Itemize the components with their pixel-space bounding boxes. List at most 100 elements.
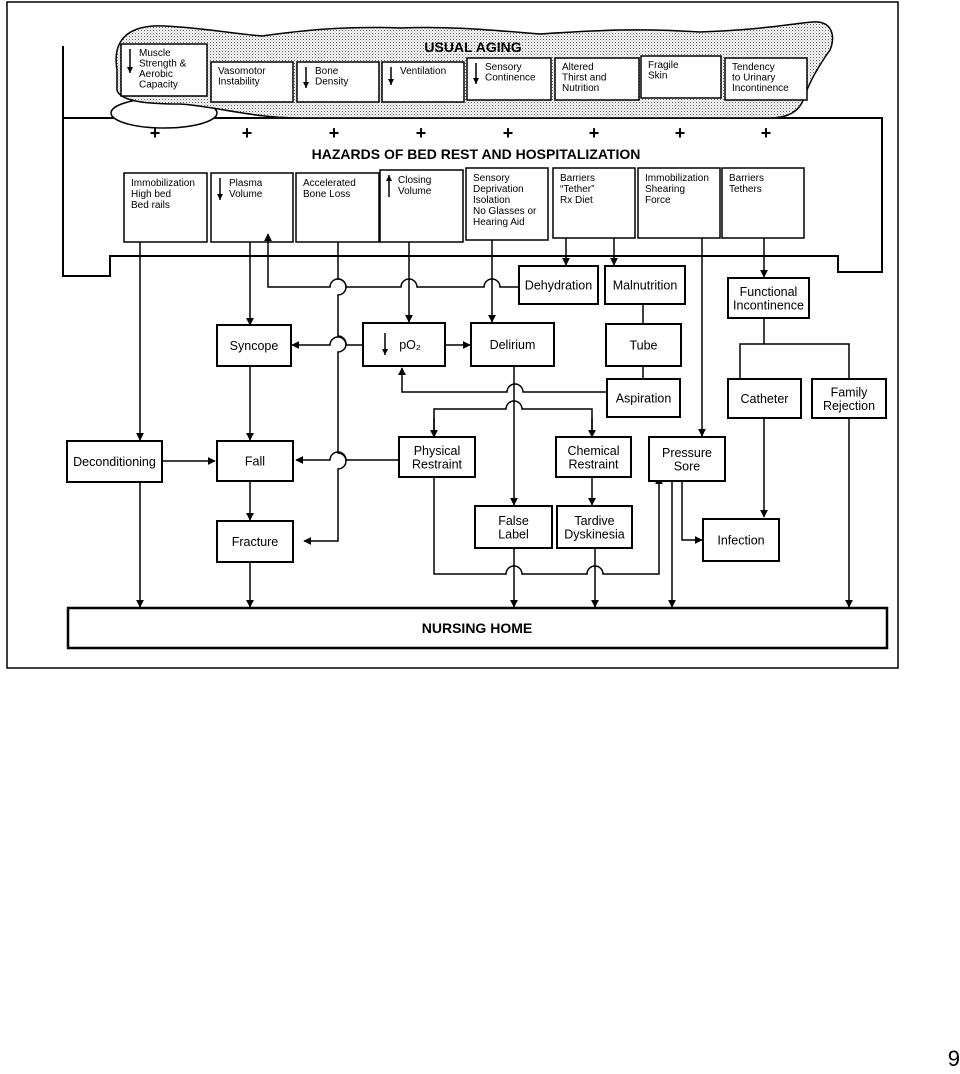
dehydration-label-0: Dehydration bbox=[525, 279, 592, 293]
tardive-dyskinesia-label-1: Dyskinesia bbox=[564, 527, 624, 541]
plus-sign-6: + bbox=[675, 123, 686, 143]
ventilation-label-0: Ventilation bbox=[400, 66, 446, 77]
bone-density-trend-arrow bbox=[303, 67, 309, 88]
page-number: 9 bbox=[947, 1046, 960, 1071]
arrow-po2-syncope bbox=[291, 336, 362, 349]
dehydration-box: Dehydration bbox=[518, 265, 599, 305]
syncope-box: Syncope bbox=[216, 324, 292, 367]
barriers-tethers-label-1: Tethers bbox=[729, 184, 762, 195]
po2-box: pO₂ bbox=[362, 322, 446, 367]
plus-sign-3: + bbox=[416, 123, 427, 143]
malnutrition-box: Malnutrition bbox=[604, 265, 686, 305]
fall-box: Fall bbox=[216, 440, 294, 482]
bed-frame bbox=[62, 46, 883, 277]
immobilization-label-1: High bed bbox=[131, 189, 171, 200]
immobilization-label-0: Immobilization bbox=[131, 178, 195, 189]
plasma-volume-label-0: Plasma bbox=[229, 178, 263, 189]
muscle-label-1: Strength & bbox=[139, 59, 187, 70]
muscle-label-3: Capacity bbox=[139, 80, 178, 91]
fragile-skin-label-0: Fragile bbox=[648, 60, 679, 71]
plus-sign-7: + bbox=[761, 123, 772, 143]
infection-box: Infection bbox=[702, 518, 780, 562]
deconditioning-label-0: Deconditioning bbox=[73, 455, 156, 469]
tube-label-0: Tube bbox=[629, 339, 657, 353]
plus-sign-4: + bbox=[503, 123, 514, 143]
physical-restraint-label-0: Physical bbox=[414, 444, 461, 458]
thirst-label-2: Nutrition bbox=[562, 83, 599, 94]
vasomotor-label-0: Vasomotor bbox=[218, 66, 266, 77]
bone-loss-label-0: Accelerated bbox=[303, 178, 356, 189]
closing-volume-label-1: Volume bbox=[398, 186, 432, 197]
sensory-deprivation-label-3: No Glasses or bbox=[473, 206, 537, 217]
sensory-deprivation-label-4: Hearing Aid bbox=[473, 217, 525, 228]
fragile-skin-label-1: Skin bbox=[648, 71, 667, 82]
urinary-label-0: Tendency bbox=[732, 62, 775, 73]
plus-sign-1: + bbox=[242, 123, 253, 143]
branch-delirium-restraints bbox=[433, 400, 593, 432]
ventilation-trend-arrow bbox=[388, 67, 394, 85]
figure-frame bbox=[6, 1, 899, 669]
syncope-label-0: Syncope bbox=[230, 339, 279, 353]
family-rejection-label-0: Family bbox=[831, 385, 869, 399]
tube-box: Tube bbox=[605, 323, 682, 367]
functional-incontinence-label-1: Incontinence bbox=[733, 298, 804, 312]
delirium-label-0: Delirium bbox=[490, 338, 536, 352]
delirium-box: Delirium bbox=[470, 322, 555, 367]
barriers-diet-label-2: Rx Diet bbox=[560, 195, 593, 206]
family-rejection-label-1: Rejection bbox=[823, 399, 875, 413]
closing-volume-label-0: Closing bbox=[398, 175, 431, 186]
usual-aging-title: USUAL AGING bbox=[424, 39, 521, 55]
bone-density-label-0: Bone bbox=[315, 66, 339, 77]
plus-sign-5: + bbox=[589, 123, 600, 143]
muscle-label-0: Muscle bbox=[139, 48, 171, 59]
fracture-label-0: Fracture bbox=[232, 535, 279, 549]
chemical-restraint-label-1: Restraint bbox=[568, 457, 619, 471]
tardive-dyskinesia-label-0: Tardive bbox=[574, 514, 614, 528]
urinary-label-1: to Urinary bbox=[732, 73, 775, 84]
bone-loss-label-1: Bone Loss bbox=[303, 189, 350, 200]
muscle-label-2: Aerobic bbox=[139, 69, 173, 80]
hazards-title: HAZARDS OF BED REST AND HOSPITALIZATION bbox=[312, 146, 641, 162]
sensory-deprivation-label-0: Sensory bbox=[473, 173, 510, 184]
arrow-aspiration-po2 bbox=[398, 367, 606, 393]
infection-label-0: Infection bbox=[717, 534, 764, 548]
vasomotor-label-1: Instability bbox=[218, 77, 260, 88]
barriers-diet-box: Barriers“Tether”Rx Diet bbox=[552, 167, 636, 239]
bone-density-label-1: Density bbox=[315, 77, 348, 88]
shearing-label-2: Force bbox=[645, 195, 671, 206]
plasma-volume-trend-arrow bbox=[217, 178, 223, 200]
immobilization-label-2: Bed rails bbox=[131, 200, 170, 211]
catheter-box: Catheter bbox=[727, 378, 802, 419]
sensory-deprivation-label-1: Deprivation bbox=[473, 184, 524, 195]
closing-volume-trend-arrow bbox=[386, 175, 392, 197]
aspiration-label-0: Aspiration bbox=[616, 392, 672, 406]
urinary-label-2: Incontinence bbox=[732, 83, 789, 94]
barriers-diet-label-0: Barriers bbox=[560, 173, 595, 184]
barriers-diet-label-1: “Tether” bbox=[560, 184, 594, 195]
pressure-sore-label-0: Pressure bbox=[662, 446, 712, 460]
barriers-tethers-label-0: Barriers bbox=[729, 173, 764, 184]
shearing-label-1: Shearing bbox=[645, 184, 685, 195]
thirst-label-0: Altered bbox=[562, 62, 594, 73]
functional-incontinence-label-0: Functional bbox=[740, 285, 798, 299]
aspiration-box: Aspiration bbox=[606, 378, 681, 418]
